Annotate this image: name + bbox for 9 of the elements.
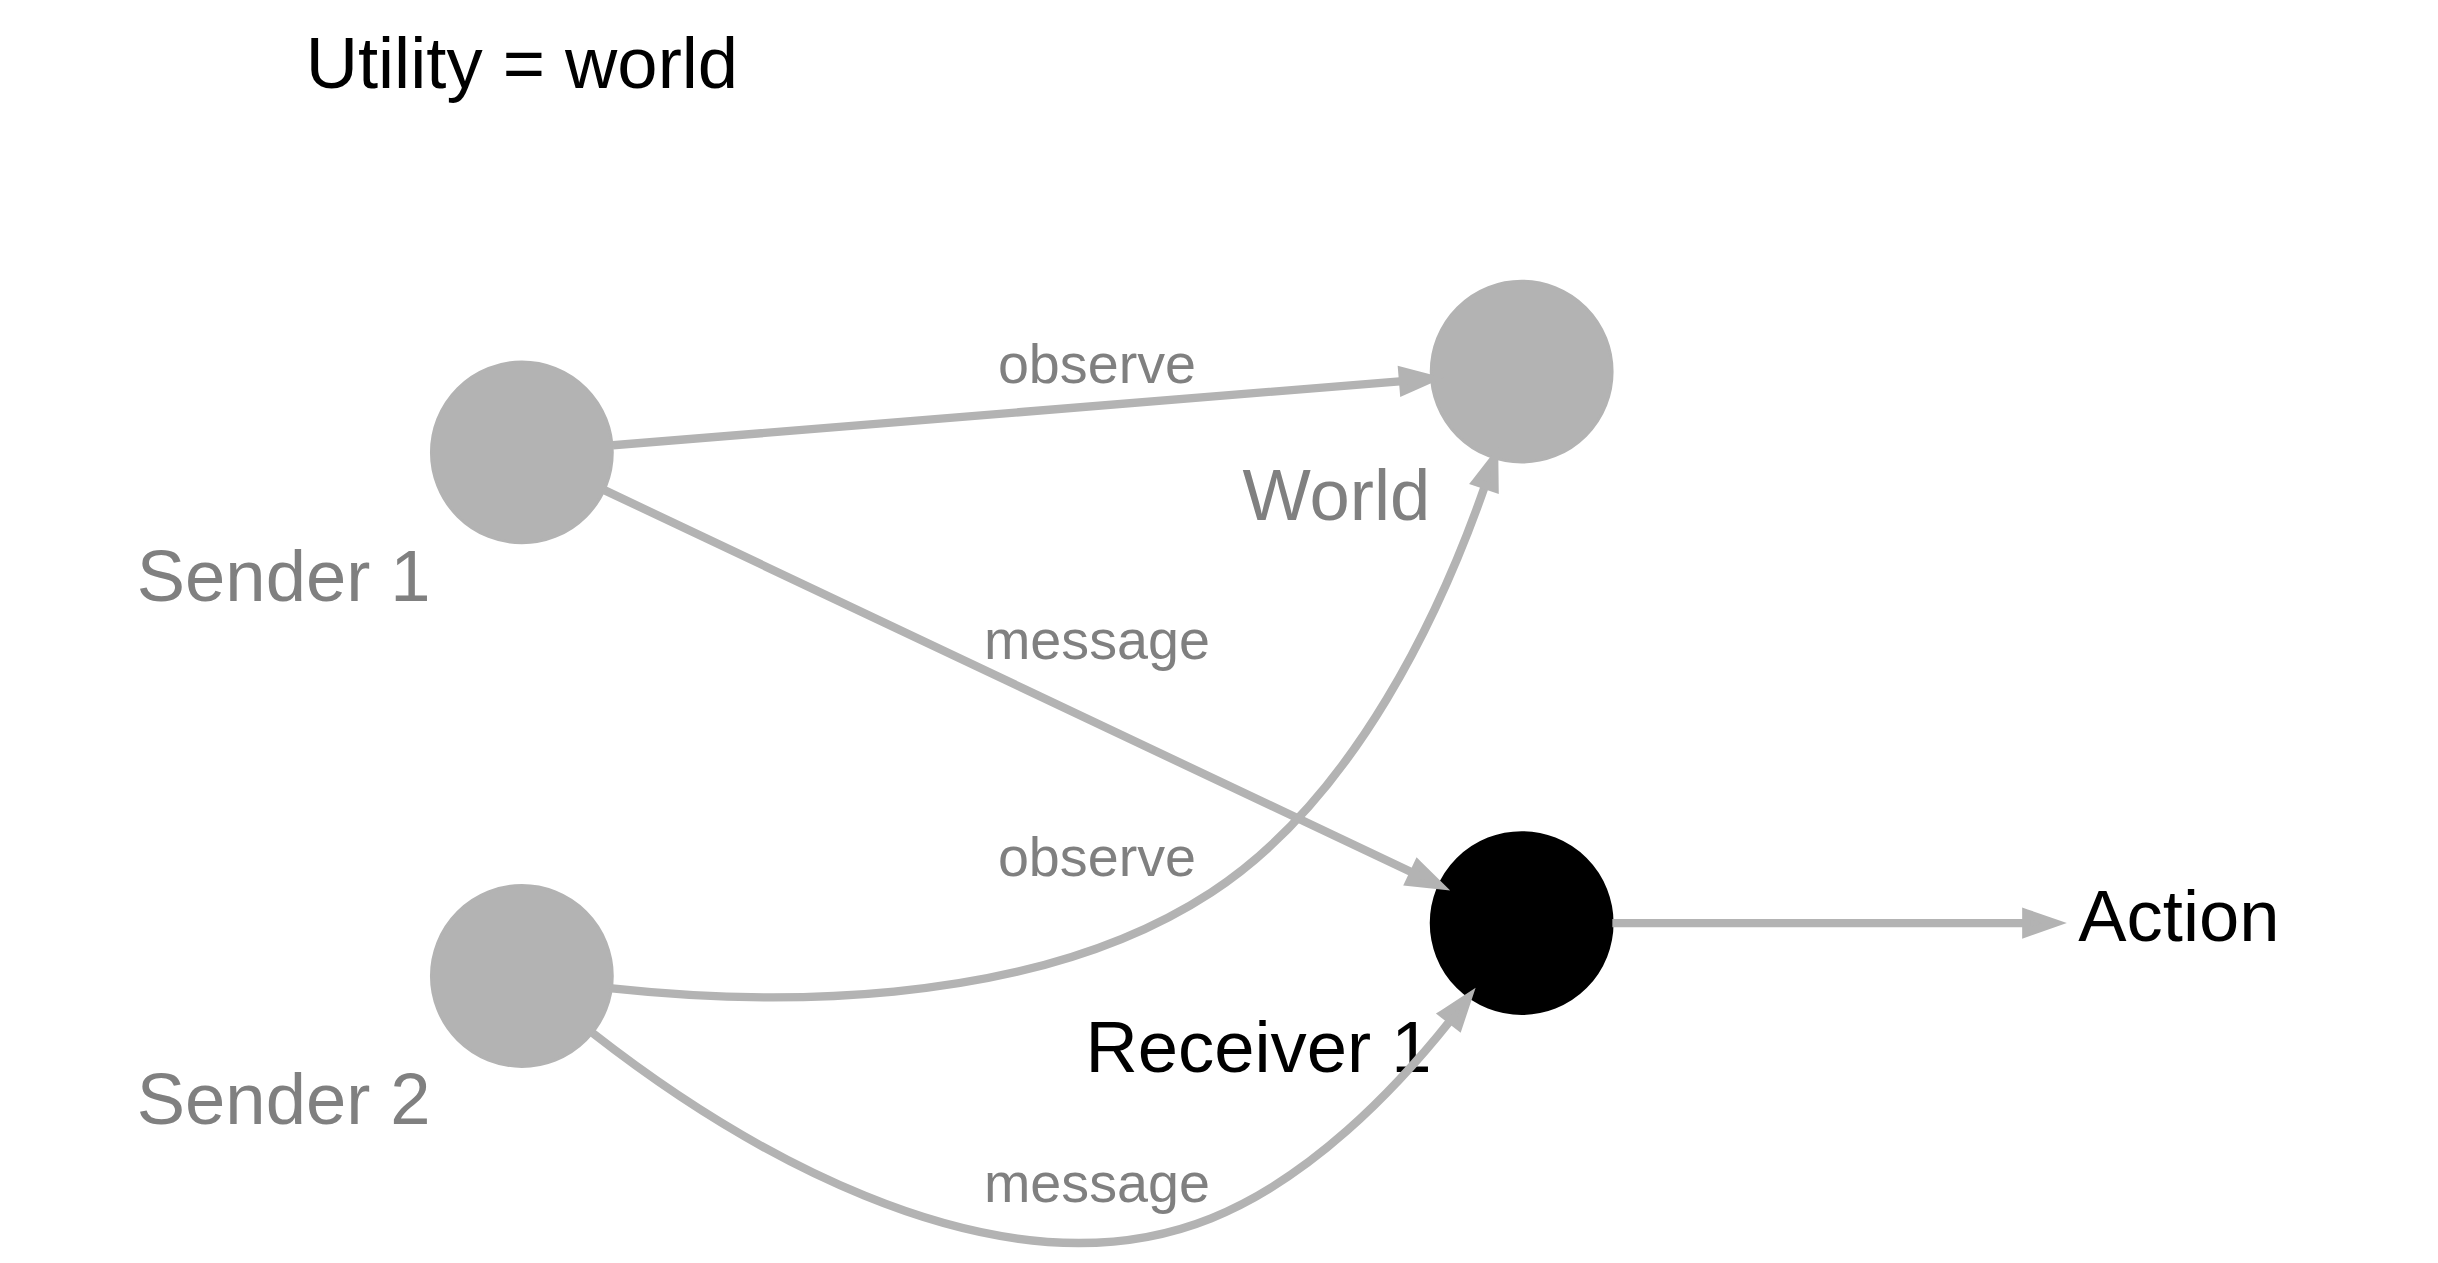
edge-label: observe [997, 825, 1196, 888]
node-label: Sender 1 [136, 534, 431, 616]
edge-label: message [983, 1151, 1210, 1214]
label: Utility = world [305, 22, 738, 104]
node-label: Sender 2 [136, 1058, 431, 1140]
edge-label: observe [997, 332, 1196, 395]
node-text: Action [2077, 874, 2280, 956]
node-label: World [1242, 454, 1430, 536]
edge-label: message [983, 608, 1210, 671]
